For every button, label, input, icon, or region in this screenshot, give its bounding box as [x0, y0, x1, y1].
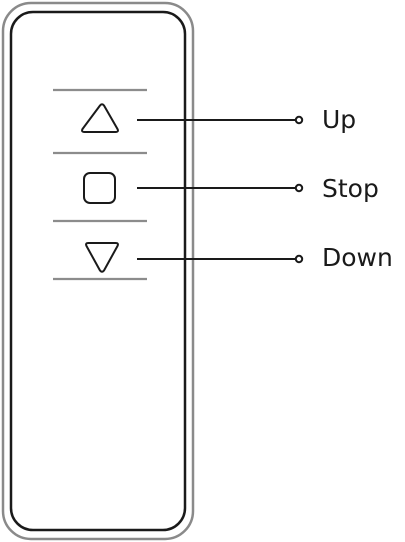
button-dividers: [53, 88, 147, 281]
stop-label: Stop: [322, 174, 379, 203]
stop-button[interactable]: [53, 155, 147, 219]
triangle-down-icon: [85, 242, 119, 273]
down-label: Down: [322, 243, 393, 272]
up-button-hit-area[interactable]: [53, 92, 147, 151]
callout-leaders: [137, 115, 304, 264]
down-leader-dot: [294, 254, 304, 264]
triangle-up-icon: [81, 103, 119, 133]
up-button[interactable]: [53, 92, 147, 151]
remote-inner-shell: [9, 10, 187, 532]
stop-leader-dot: [294, 183, 304, 193]
square-stop-icon: [83, 172, 116, 204]
stop-button-hit-area[interactable]: [53, 155, 147, 219]
remote-body: [1, 1, 195, 541]
up-leader-dot: [294, 115, 304, 125]
down-button[interactable]: [53, 223, 147, 277]
up-label: Up: [322, 105, 357, 134]
